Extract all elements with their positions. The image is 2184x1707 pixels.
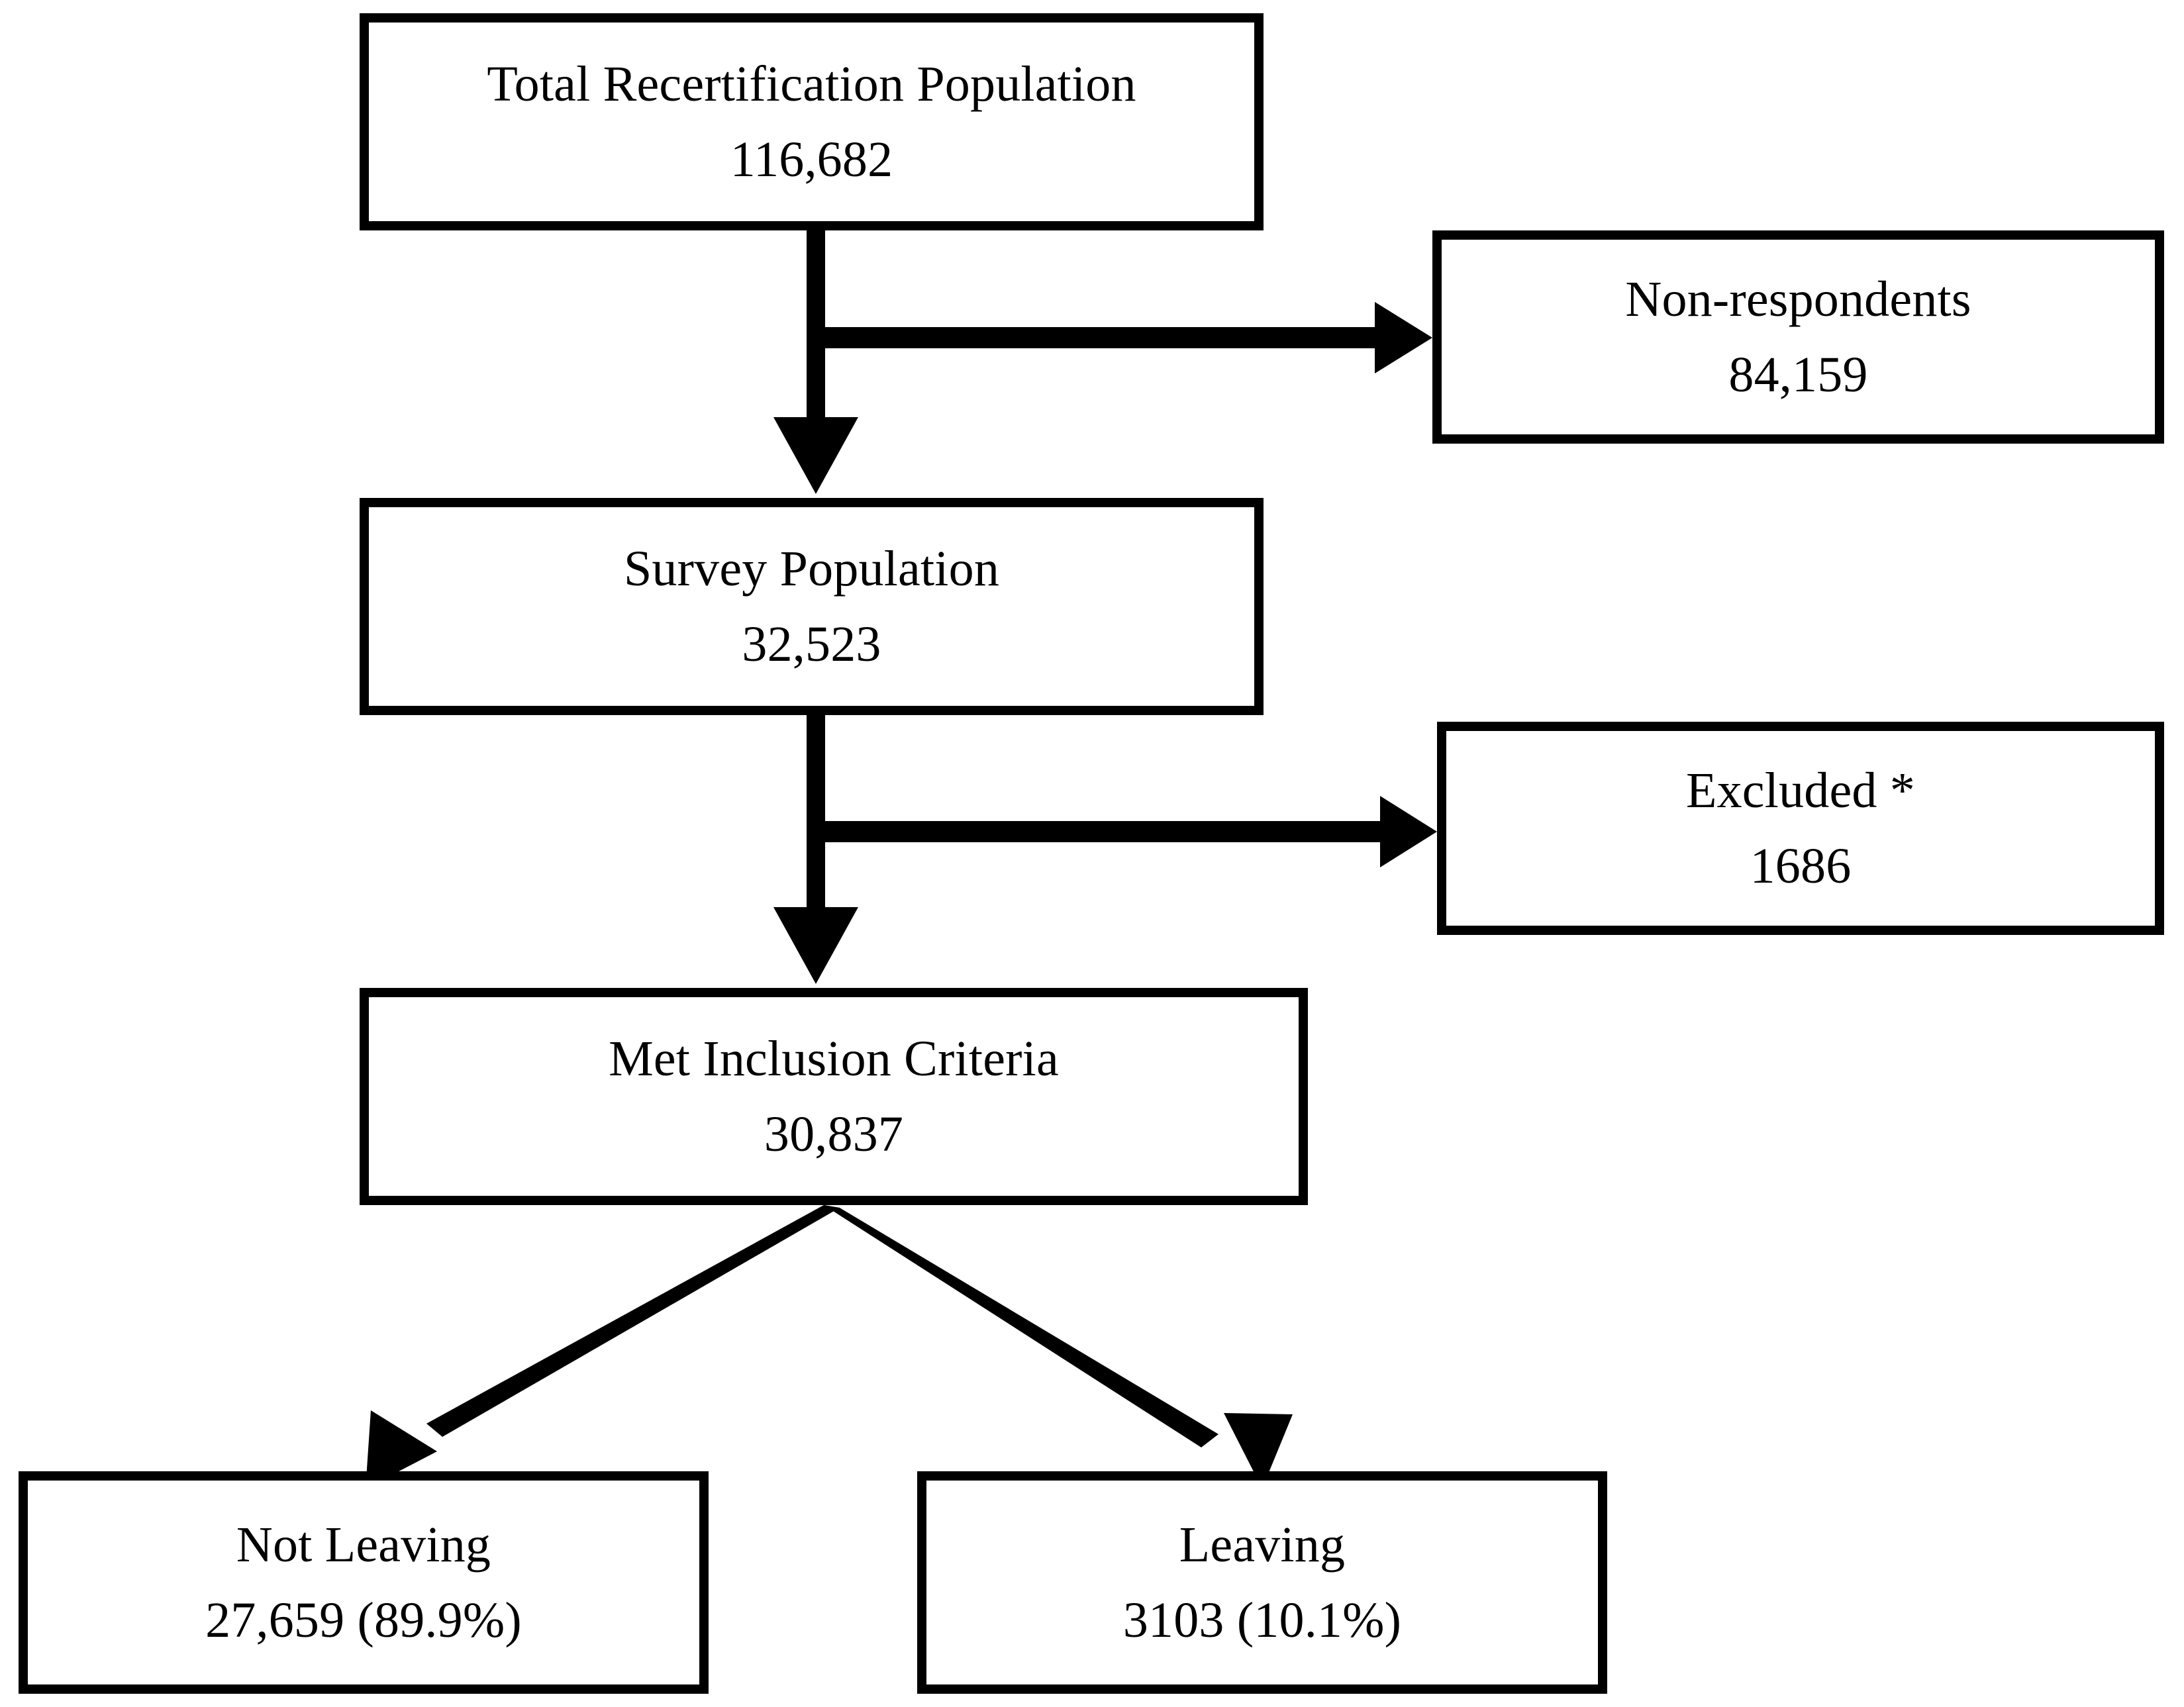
node-value: 116,682 [730, 132, 893, 187]
arrow-total-to-survey [773, 230, 858, 494]
node-label: Met Inclusion Criteria [609, 1030, 1059, 1087]
arrow-total-to-nonrespondents [816, 302, 1432, 373]
node-met-inclusion-criteria: Met Inclusion Criteria 30,837 [360, 988, 1308, 1205]
node-label: Total Recertification Population [487, 56, 1136, 112]
node-label: Non-respondents [1625, 271, 1971, 327]
node-value: 32,523 [742, 616, 881, 672]
node-non-respondents: Non-respondents 84,159 [1432, 230, 2164, 444]
node-survey-population: Survey Population 32,523 [360, 498, 1264, 715]
arrow-met-to-leaving [824, 1205, 1293, 1488]
node-label: Survey Population [623, 540, 1000, 597]
node-label: Excluded * [1685, 762, 1915, 818]
arrow-met-to-notleaving [366, 1205, 840, 1488]
node-value: 3103 (10.1%) [1122, 1592, 1402, 1648]
node-label: Leaving [1179, 1516, 1346, 1573]
arrow-survey-to-excluded [816, 796, 1437, 867]
node-excluded: Excluded * 1686 [1437, 722, 2164, 935]
node-value: 30,837 [764, 1106, 904, 1162]
node-total-recertification-population: Total Recertification Population 116,682 [360, 13, 1264, 230]
node-value: 1686 [1750, 838, 1852, 894]
node-value: 27,659 (89.9%) [205, 1592, 522, 1648]
arrow-survey-to-met [773, 715, 858, 984]
node-value: 84,159 [1728, 347, 1868, 403]
node-label: Not Leaving [236, 1516, 491, 1573]
node-not-leaving: Not Leaving 27,659 (89.9%) [19, 1471, 709, 1694]
node-leaving: Leaving 3103 (10.1%) [917, 1471, 1607, 1694]
